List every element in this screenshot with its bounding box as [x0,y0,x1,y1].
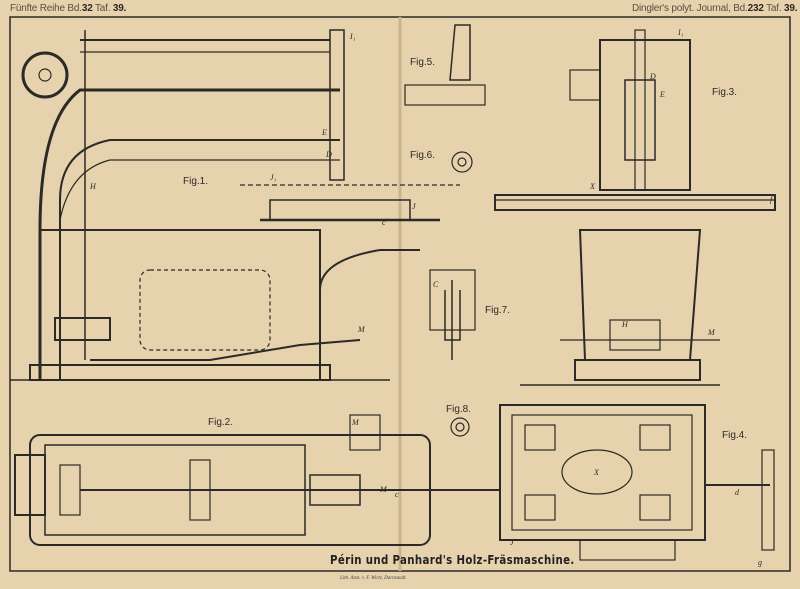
fig8-label: Fig.8. [446,404,472,415]
fig5-label: Fig.5. [410,57,436,68]
letter: E [322,128,327,137]
letter: E [660,90,665,99]
fig8-drawing [450,417,470,437]
imprint: Lith. Anst. v. F. Wirtz, Darmstadt. [340,576,407,581]
letter: M [708,328,715,337]
letter: X [590,182,595,191]
fig4-drawing [499,404,775,561]
header-left: Fünfte Reihe Bd.32 Taf. 39. [10,3,127,14]
plate-title: Périn und Panhard's Holz-Fräsmaschine. [330,553,575,567]
letter: D [326,150,332,159]
header-right: Dingler's polyt. Journal, Bd.232 Taf. 39… [632,3,798,14]
letter: J [412,202,416,211]
letter: C [433,280,439,289]
fig7-drawing [429,269,476,360]
letter: H [90,182,96,191]
letter: I₁ [678,28,684,37]
fig5-base [404,84,486,106]
letter: X [594,468,599,477]
letter: d [735,488,739,497]
letter: J₁ [270,173,277,182]
fig4-label: Fig.4. [722,430,748,441]
fig5-drawing [449,24,471,81]
letter: J [510,538,514,547]
fig6-label: Fig.6. [410,150,436,161]
fig7-label: Fig.7. [485,305,511,316]
fig1-label: Fig.1. [183,176,209,187]
fig3-label: Fig.3. [712,87,738,98]
letter: f [770,195,773,204]
fig2-label: Fig.2. [208,417,234,428]
letter: M [380,485,387,494]
letter: M [358,325,365,334]
fig2-drawing [14,414,500,546]
letter: H [622,320,628,329]
fig6-drawing [451,151,473,173]
letter: c [395,490,399,499]
fig3-drawing [494,29,776,381]
letter: D [650,72,656,81]
letter: I₁ [350,32,356,41]
fig1-drawing [21,29,460,381]
letter: g [758,558,762,567]
letter: M [352,418,359,427]
letter: c [382,218,386,227]
